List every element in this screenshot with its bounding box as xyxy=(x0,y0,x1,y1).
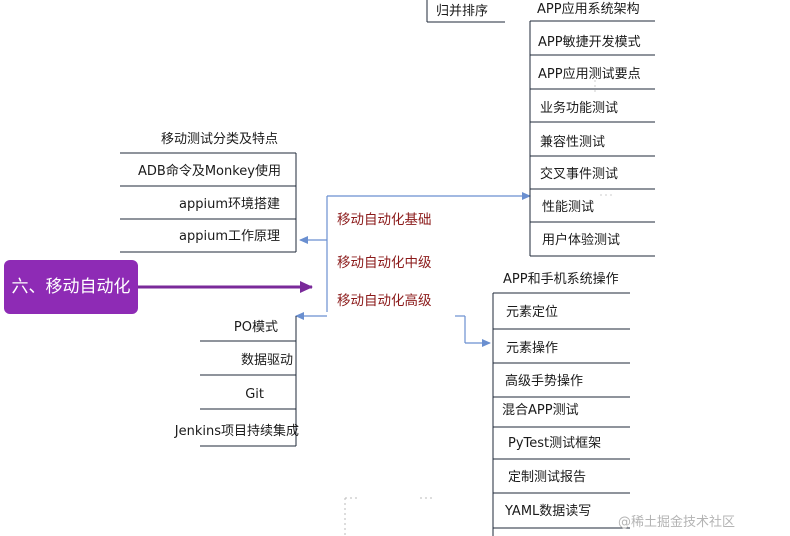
leaf-advanced-left[interactable]: 数据驱动 xyxy=(240,353,293,368)
leaf-advanced-right[interactable]: YAML数据读写 xyxy=(505,504,592,519)
leaf-basics-right[interactable]: APP应用系统架构 xyxy=(537,2,640,17)
leaf-merge-sort[interactable]: 归并排序 xyxy=(436,4,489,19)
leaf-basics-right[interactable]: 性能测试 xyxy=(542,200,595,215)
leaf-basics-left[interactable]: appium环境搭建 xyxy=(179,197,280,212)
watermark: @稀土掘金技术社区 xyxy=(618,515,736,530)
leaf-basics-left[interactable]: appium工作原理 xyxy=(179,229,280,244)
middle-node-basics[interactable]: 移动自动化基础 xyxy=(337,212,432,228)
root-node[interactable] xyxy=(4,260,138,314)
leaf-basics-left[interactable]: 移动测试分类及特点 xyxy=(160,132,278,147)
leaf-basics-right[interactable]: 交叉事件测试 xyxy=(540,167,619,182)
leaf-advanced-right[interactable]: 元素定位 xyxy=(506,305,559,320)
leaf-basics-left[interactable]: ADB命令及Monkey使用 xyxy=(138,164,281,179)
middle-node-intermediate[interactable]: 移动自动化中级 xyxy=(337,255,432,271)
leaf-advanced-right[interactable]: APP和手机系统操作 xyxy=(503,272,619,287)
leaf-basics-right[interactable]: 用户体验测试 xyxy=(542,233,621,248)
leaf-basics-right[interactable]: APP敏捷开发模式 xyxy=(538,35,641,50)
leaf-basics-right[interactable]: 兼容性测试 xyxy=(540,135,606,150)
leaf-advanced-left[interactable]: Jenkins项目持续集成 xyxy=(174,424,299,439)
middle-node-advanced[interactable]: 移动自动化高级 xyxy=(337,293,432,309)
leaf-advanced-right[interactable]: 混合APP测试 xyxy=(502,403,579,418)
leaf-advanced-left[interactable]: PO模式 xyxy=(233,320,278,335)
leaf-advanced-right[interactable]: PyTest测试框架 xyxy=(508,436,602,451)
leaf-advanced-right[interactable]: 元素操作 xyxy=(506,341,559,356)
leaf-advanced-right[interactable]: 定制测试报告 xyxy=(508,470,587,485)
leaf-basics-right[interactable]: 业务功能测试 xyxy=(540,101,619,116)
root-node-label: 六、移动自动化 xyxy=(11,277,131,297)
leaf-advanced-left[interactable]: Git xyxy=(245,387,264,402)
leaf-basics-right[interactable]: APP应用测试要点 xyxy=(538,67,641,82)
leaf-advanced-right[interactable]: 高级手势操作 xyxy=(505,374,584,389)
